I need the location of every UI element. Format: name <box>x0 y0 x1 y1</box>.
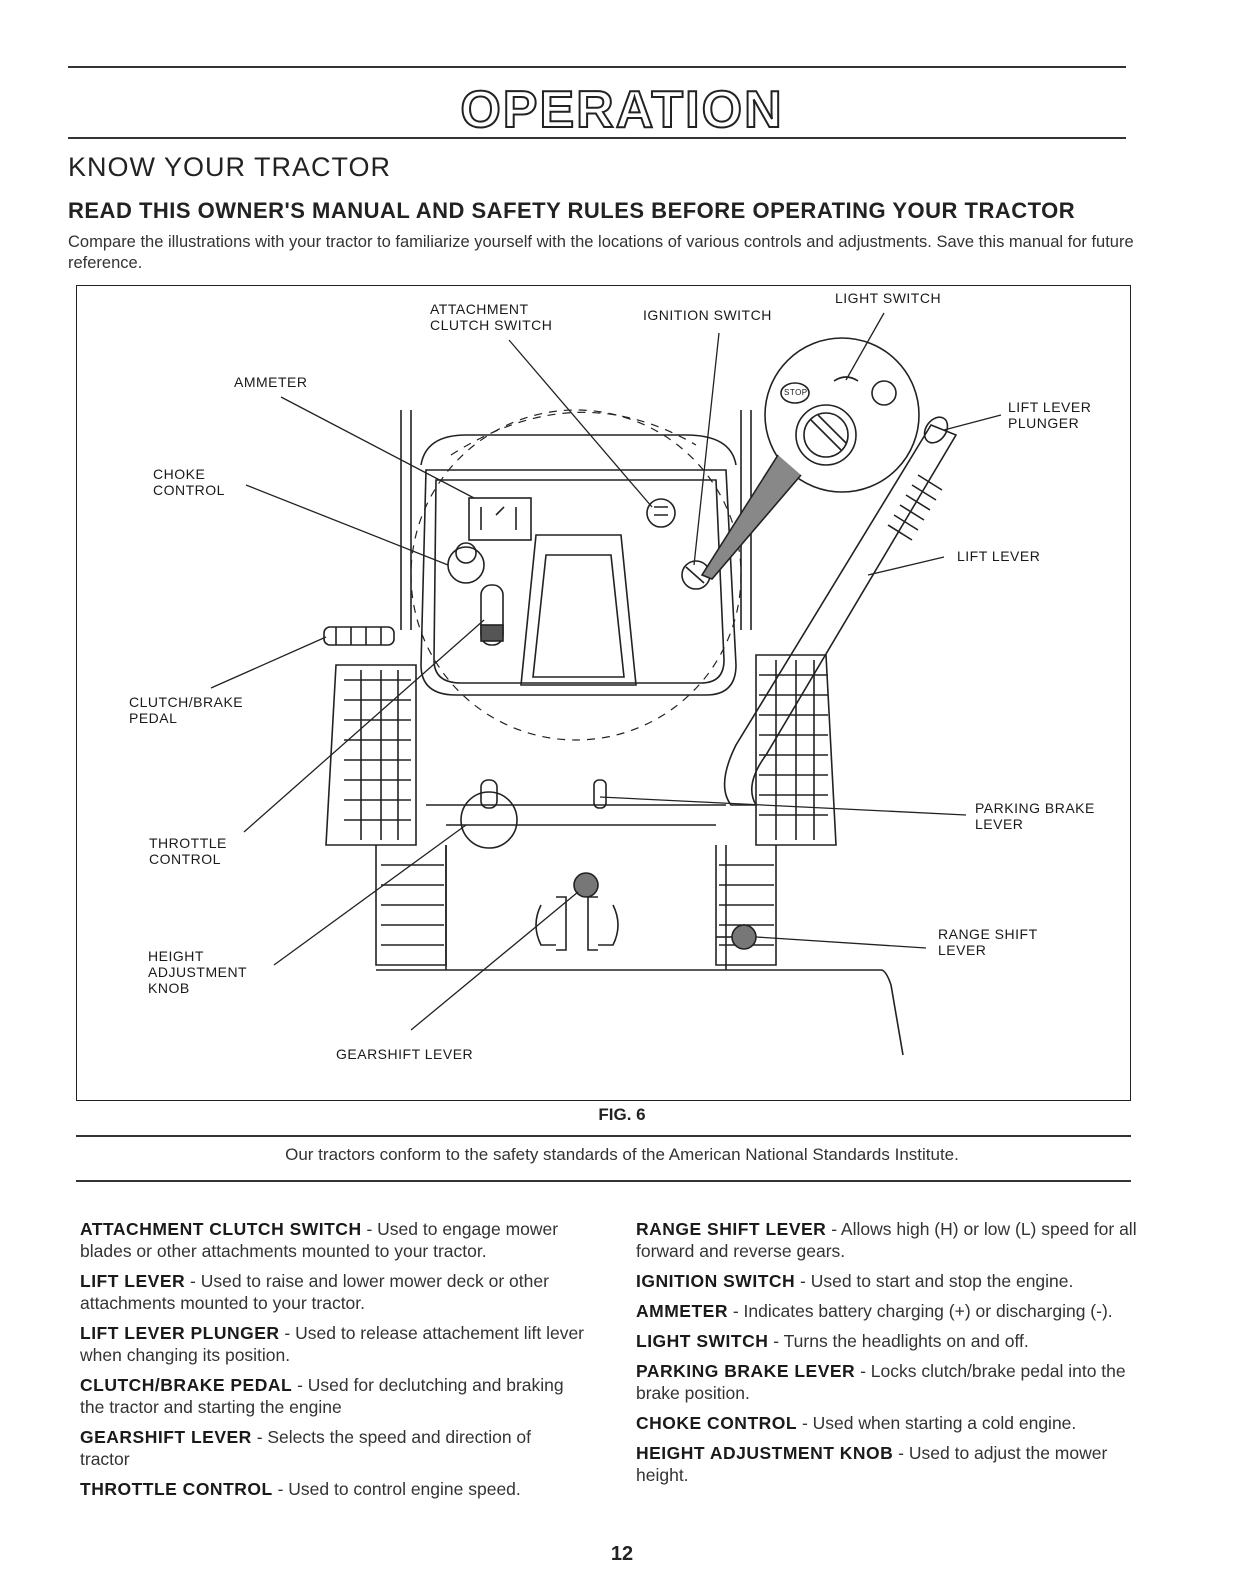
clutch-brake-pedal <box>323 626 395 646</box>
label-ammeter: AMMETER <box>234 374 308 390</box>
note-top-rule <box>76 1135 1131 1137</box>
desc-attachment-clutch-switch: ATTACHMENT CLUTCH SWITCH - Used to engag… <box>80 1219 559 1261</box>
title-rule <box>68 137 1126 139</box>
desc-lift-lever-plunger: LIFT LEVER PLUNGER - Used to release att… <box>80 1323 585 1365</box>
label-attachment-clutch-switch: ATTACHMENT CLUTCH SWITCH <box>430 301 553 333</box>
desc-gearshift-lever: GEARSHIFT LEVER - Selects the speed and … <box>80 1427 532 1469</box>
reference-circle <box>410 409 742 741</box>
label-range-shift-lever: RANGE SHIFT LEVER <box>938 926 1038 958</box>
right-fender <box>715 654 837 966</box>
throttle-slider <box>480 584 504 646</box>
label-lift-lever: LIFT LEVER <box>957 548 1041 564</box>
label-stop-mark: STOP <box>784 388 808 397</box>
desc-lift-lever: LIFT LEVER - Used to raise and lower mow… <box>80 1271 549 1313</box>
magnified-inset <box>700 337 920 580</box>
descriptions-right-column: RANGE SHIFT LEVER - Allows high (H) or l… <box>636 1218 1141 1494</box>
desc-range-shift-lever: RANGE SHIFT LEVER - Allows high (H) or l… <box>636 1219 1137 1261</box>
gearshift-gate <box>535 872 619 951</box>
desc-choke-control: CHOKE CONTROL - Used when starting a col… <box>636 1413 1077 1433</box>
subheading: READ THIS OWNER'S MANUAL AND SAFETY RULE… <box>68 198 1076 223</box>
parking-brake-handle <box>593 779 607 809</box>
label-ignition-switch: IGNITION SWITCH <box>643 307 772 323</box>
label-gearshift-lever: GEARSHIFT LEVER <box>336 1046 474 1062</box>
label-height-adjustment-knob: HEIGHT ADJUSTMENT KNOB <box>148 948 248 996</box>
left-fender <box>325 664 447 966</box>
dashboard-housing <box>400 410 752 696</box>
label-clutch-brake-pedal: CLUTCH/BRAKE PEDAL <box>129 694 244 726</box>
page-title: OPERATION <box>459 80 784 140</box>
note-bottom-rule <box>76 1180 1131 1182</box>
choke-knob <box>447 542 485 584</box>
descriptions-left-column: ATTACHMENT CLUTCH SWITCH - Used to engag… <box>80 1218 585 1508</box>
label-parking-brake-lever: PARKING BRAKE LEVER <box>975 800 1095 832</box>
label-light-switch: LIGHT SWITCH <box>835 290 942 306</box>
desc-light-switch: LIGHT SWITCH - Turns the headlights on a… <box>636 1331 1029 1351</box>
leader-lines <box>210 312 1002 1031</box>
page-number: 12 <box>610 1543 634 1565</box>
desc-parking-brake-lever: PARKING BRAKE LEVER - Locks clutch/brake… <box>636 1361 1126 1403</box>
figure-frame <box>76 285 1131 1101</box>
standards-note: Our tractors conform to the safety stand… <box>285 1145 959 1164</box>
desc-height-adjustment-knob: HEIGHT ADJUSTMENT KNOB - Used to adjust … <box>636 1443 1108 1485</box>
label-lift-lever-plunger: LIFT LEVER PLUNGER <box>1008 399 1092 431</box>
attachment-clutch-switch-knob <box>646 498 676 528</box>
desc-clutch-brake-pedal: CLUTCH/BRAKE PEDAL - Used for declutchin… <box>80 1375 564 1417</box>
desc-throttle-control: THROTTLE CONTROL - Used to control engin… <box>80 1479 521 1499</box>
label-choke-control: CHOKE CONTROL <box>153 466 225 498</box>
height-adjustment-knob <box>460 779 518 849</box>
intro-paragraph: Compare the illustrations with your trac… <box>68 233 1134 272</box>
section-title: KNOW YOUR TRACTOR <box>68 152 392 182</box>
tractor-dashboard-illustration <box>210 312 1002 1056</box>
label-throttle-control: THROTTLE CONTROL <box>149 835 227 867</box>
lower-panel <box>376 804 904 1056</box>
desc-ammeter: AMMETER - Indicates battery charging (+)… <box>636 1301 1113 1321</box>
figure-caption: FIG. 6 <box>598 1105 646 1124</box>
ammeter-gauge <box>468 497 532 541</box>
desc-ignition-switch: IGNITION SWITCH - Used to start and stop… <box>636 1271 1074 1291</box>
lift-lever <box>723 416 958 806</box>
top-rule <box>68 66 1126 68</box>
